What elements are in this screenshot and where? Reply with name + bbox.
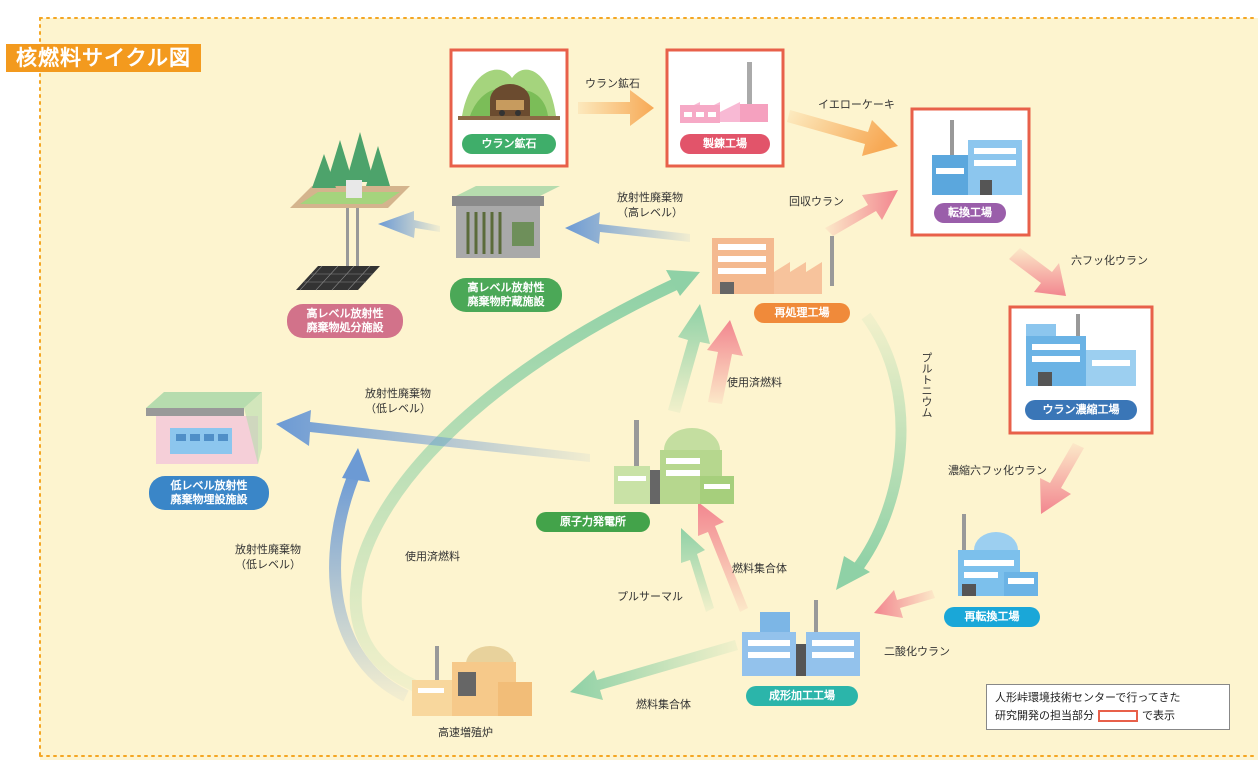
node-hlw-storage-line2: 廃棄物貯蔵施設 <box>467 295 545 308</box>
legend-line2: 研究開発の担当部分 で表示 <box>995 707 1221 725</box>
node-hlw-disposal-line1: 高レベル放射性 <box>306 307 384 320</box>
node-uranium-ore: ウラン鉱石 <box>462 134 556 154</box>
flow-label-enriched-uf6: 濃縮六フッ化ウラン <box>948 464 1047 477</box>
node-enrichment-plant: ウラン濃縮工場 <box>1025 400 1137 420</box>
node-llw-burial-line2: 廃棄物埋設施設 <box>170 493 248 506</box>
flow-label-llw-npp-line1: 放射性廃棄物 <box>365 387 431 400</box>
flow-label-plutonium: プルトニウム <box>920 352 933 418</box>
flow-label-llw-fbr: 放射性廃棄物 （低レベル） <box>226 542 310 572</box>
flow-label-fuel-assembly-fbr: 燃料集合体 <box>636 698 691 711</box>
flow-label-hlw-line2: （高レベル） <box>617 206 683 219</box>
flow-label-spent-fuel-fbr: 使用済燃料 <box>405 550 460 563</box>
flow-label-hlw-line1: 放射性廃棄物 <box>617 191 683 204</box>
flow-label-llw-npp-line2: （低レベル） <box>365 402 431 415</box>
node-reprocessing-plant: 再処理工場 <box>754 303 850 323</box>
node-llw-burial-line1: 低レベル放射性 <box>170 479 248 492</box>
node-fbr: 高速増殖炉 <box>438 726 493 739</box>
node-fabrication-plant: 成形加工工場 <box>746 686 858 706</box>
flow-label-pluthermal: プルサーマル <box>617 590 683 603</box>
legend-prefix: 研究開発の担当部分 <box>995 709 1094 722</box>
node-nuclear-power-plant: 原子力発電所 <box>536 512 650 532</box>
flow-label-uf6: 六フッ化ウラン <box>1071 254 1148 267</box>
flow-label-yellowcake: イエローケーキ <box>818 98 895 111</box>
diagram-title: 核燃料サイクル図 <box>6 44 201 72</box>
legend-suffix: で表示 <box>1142 709 1175 722</box>
flow-label-hlw: 放射性廃棄物 （高レベル） <box>610 190 690 220</box>
node-hlw-disposal: 高レベル放射性 廃棄物処分施設 <box>287 304 403 338</box>
node-conversion-plant: 転換工場 <box>934 203 1006 223</box>
node-reconversion-plant: 再転換工場 <box>944 607 1040 627</box>
flow-label-uranium-ore: ウラン鉱石 <box>585 77 640 90</box>
flow-label-uo2: 二酸化ウラン <box>884 645 950 658</box>
node-hlw-storage-line1: 高レベル放射性 <box>467 281 545 294</box>
flow-label-fuel-assembly-npp: 燃料集合体 <box>732 562 787 575</box>
flow-label-recovered-uranium: 回収ウラン <box>789 195 844 208</box>
flow-label-spent-fuel-npp: 使用済燃料 <box>727 376 782 389</box>
node-refinery: 製錬工場 <box>680 134 770 154</box>
flow-label-llw-npp: 放射性廃棄物 （低レベル） <box>356 386 440 416</box>
legend: 人形峠環境技術センターで行ってきた 研究開発の担当部分 で表示 <box>986 684 1230 730</box>
node-hlw-storage: 高レベル放射性 廃棄物貯蔵施設 <box>450 278 562 312</box>
node-llw-burial: 低レベル放射性 廃棄物埋設施設 <box>149 476 269 510</box>
legend-highlight-swatch <box>1098 710 1138 722</box>
flow-label-llw-fbr-line1: 放射性廃棄物 <box>235 543 301 556</box>
node-hlw-disposal-line2: 廃棄物処分施設 <box>306 321 384 334</box>
flow-label-llw-fbr-line2: （低レベル） <box>235 558 301 571</box>
legend-line1: 人形峠環境技術センターで行ってきた <box>995 691 1181 704</box>
